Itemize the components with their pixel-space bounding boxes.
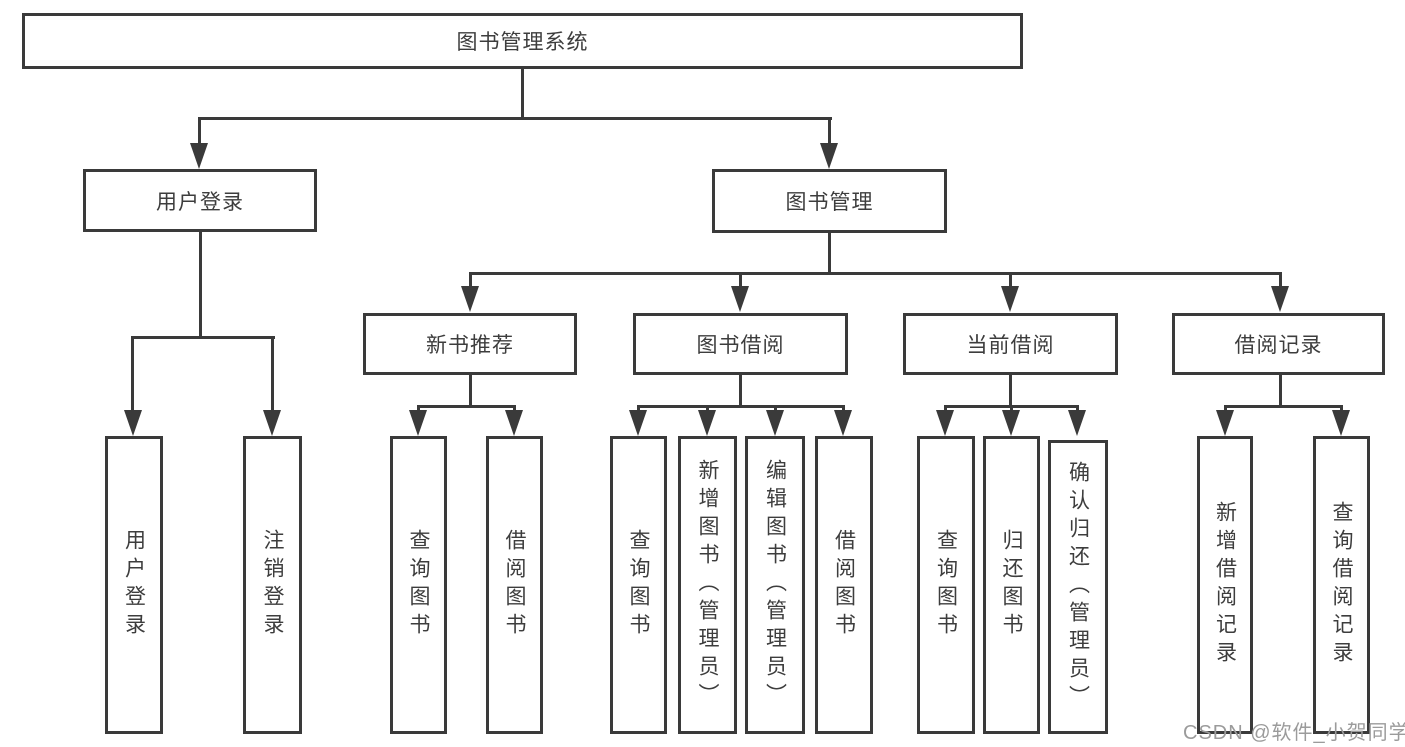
leaf-borrow-add-books-admin: 新增图书（管理员） [678,436,737,734]
leaf-borrow-borrow-books: 借阅图书 [815,436,873,734]
node-book-management: 图书管理 [712,169,947,233]
arrow-to-new-book [461,286,479,312]
leaf-records-query-record: 查询借阅记录 [1313,436,1370,734]
edge-bookmgmt-stub-1 [469,272,472,288]
edge-current-stub-1 [944,405,947,412]
edge-root-stub-right [828,117,831,145]
edge-records-rail [1224,405,1343,408]
leaf-current-query-books: 查询图书 [917,436,975,734]
node-current-borrow: 当前借阅 [903,313,1118,375]
edge-current-stub-3 [1076,405,1079,412]
edge-userlogin-rail [131,336,275,339]
node-new-book-recommend: 新书推荐 [363,313,577,375]
leaf-borrow-edit-books-admin: 编辑图书（管理员） [745,436,805,734]
edge-userlogin-stub-2 [271,336,274,412]
edge-newbook-stub-2 [513,405,516,412]
arrow-borrow-leaf-4 [834,410,852,436]
arrow-newbook-leaf-2 [505,410,523,436]
edge-bookmgmt-stem [828,233,831,275]
edge-root-stem [521,69,524,120]
leaf-borrow-query-books: 查询图书 [610,436,667,734]
leaf-newbook-query-books: 查询图书 [390,436,447,734]
arrow-to-user-login [190,143,208,169]
edge-userlogin-stub-1 [131,336,134,412]
edge-borrow-stem [739,375,742,408]
edge-borrow-rail [637,405,845,408]
edge-bookmgmt-stub-3 [1009,272,1012,288]
edge-borrow-stub-1 [637,405,640,412]
arrow-to-leaf-login [124,410,142,436]
edge-records-stem [1279,375,1282,408]
arrow-to-leaf-logout [263,410,281,436]
edge-borrow-stub-2 [706,405,709,412]
edge-records-stub-1 [1224,405,1227,412]
arrow-current-leaf-3 [1068,410,1086,436]
leaf-current-confirm-return-admin: 确认归还（管理员） [1048,440,1108,734]
edge-userlogin-stem [199,232,202,339]
edge-bookmgmt-stub-4 [1279,272,1282,288]
leaf-newbook-borrow-books: 借阅图书 [486,436,543,734]
edge-borrow-stub-3 [774,405,777,412]
arrow-newbook-leaf-1 [409,410,427,436]
arrow-current-leaf-1 [936,410,954,436]
arrow-to-book-management [820,143,838,169]
arrow-borrow-leaf-3 [766,410,784,436]
leaf-logout: 注销登录 [243,436,302,734]
arrow-records-leaf-1 [1216,410,1234,436]
edge-root-rail [198,117,832,120]
edge-newbook-stub-1 [417,405,420,412]
node-borrow-records: 借阅记录 [1172,313,1385,375]
edge-newbook-stem [469,375,472,408]
arrow-borrow-leaf-2 [698,410,716,436]
edge-root-stub-left [198,117,201,145]
arrow-borrow-leaf-1 [629,410,647,436]
leaf-user-login: 用户登录 [105,436,163,734]
node-book-borrow: 图书借阅 [633,313,848,375]
edge-bookmgmt-stub-2 [739,272,742,288]
leaf-current-return-books: 归还图书 [983,436,1040,734]
edge-records-stub-2 [1340,405,1343,412]
arrow-to-current-borrow [1001,286,1019,312]
edge-bookmgmt-rail [469,272,1281,275]
edge-newbook-rail [417,405,516,408]
arrow-records-leaf-2 [1332,410,1350,436]
edge-borrow-stub-4 [842,405,845,412]
arrow-current-leaf-2 [1002,410,1020,436]
leaf-records-add-record: 新增借阅记录 [1197,436,1253,734]
node-user-login: 用户登录 [83,169,317,232]
edge-current-stem [1009,375,1012,408]
arrow-to-book-borrow [731,286,749,312]
arrow-to-borrow-records [1271,286,1289,312]
csdn-watermark: CSDN @软件_小贺同学 [1183,722,1405,744]
edge-current-stub-2 [1010,405,1013,412]
node-root-library-system: 图书管理系统 [22,13,1023,69]
